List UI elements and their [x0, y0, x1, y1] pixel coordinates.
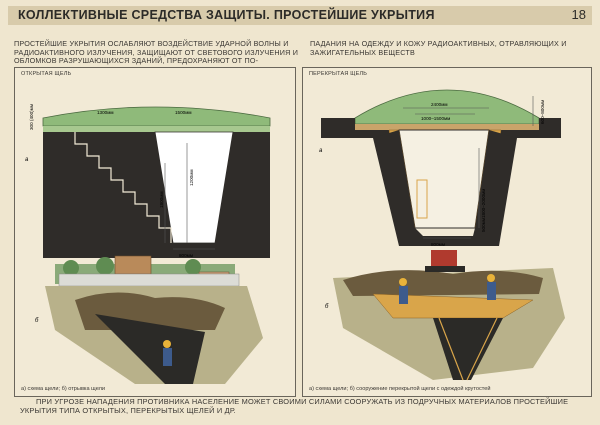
- panel-label-covered: Перекрытая щель: [309, 71, 368, 77]
- grass-mound: [354, 89, 540, 125]
- open-trench-scene: б: [35, 255, 263, 384]
- covered-trench-scene: б: [325, 250, 565, 381]
- dim-depth: 1800–2000мм: [481, 189, 486, 218]
- dim-depth2: 1200мм: [189, 169, 194, 186]
- worker-figure: [487, 282, 496, 300]
- building: [114, 255, 152, 275]
- caption-left: а) схема щели; б) отрывка щели: [21, 386, 106, 392]
- dim-soil: 600–800мм: [540, 100, 545, 124]
- earth-section: [373, 130, 517, 246]
- worker-helmet: [163, 340, 171, 348]
- panel-covered-trench: Перекрытая щель 2400мм 1000–1500мм 600–8…: [302, 67, 592, 397]
- covered-trench-illustration: 2400мм 1000–1500мм 600–800мм 1800–2000мм…: [319, 89, 565, 381]
- excavator: [431, 250, 457, 268]
- dim-top-w1: 1300мм: [97, 110, 114, 115]
- panel-label-open: Открытая щель: [21, 71, 72, 77]
- caption-right: а) схема щели; б) сооружение перекрытой …: [309, 386, 491, 392]
- intro-text-left: Простейшие укрытия ослабляют воздействие…: [14, 39, 299, 66]
- grass-mound: [42, 106, 271, 127]
- dim-top: 2400мм: [431, 102, 448, 107]
- worker-helmet: [487, 274, 495, 282]
- earth-section: [43, 132, 270, 258]
- bench: [416, 179, 428, 219]
- worker-figure: [399, 286, 408, 304]
- excavator-tracks: [425, 266, 465, 272]
- dim-soil: 300 (400)мм: [29, 104, 34, 130]
- worker-figure: [163, 348, 172, 366]
- spoil-heaps: [343, 270, 543, 296]
- open-trench-illustration: 300 (400)мм 1300мм 1500мм 1800мм 1200мм …: [25, 104, 271, 384]
- surface-earth: [321, 118, 561, 138]
- grass-layer: [43, 126, 270, 132]
- dim-bottom: 800мм: [431, 242, 445, 247]
- panel-open-trench: Открытая щель 300 (400)мм 1300мм 1500мм …: [14, 67, 296, 397]
- dim-bottom: 800мм: [179, 253, 193, 258]
- worker-helmet: [399, 278, 407, 286]
- dim-depth1: 1800мм: [159, 191, 164, 208]
- open-trench-section: 300 (400)мм 1300мм 1500мм 1800мм 1200мм …: [25, 104, 271, 258]
- trench-cut: [95, 314, 205, 384]
- dim-top-w2: 1500мм: [175, 110, 192, 115]
- covered-trench-section: 2400мм 1000–1500мм 600–800мм 1800–2000мм…: [319, 89, 561, 247]
- fig-label-b: б: [325, 304, 329, 310]
- footer-text: При угрозе нападения противника населени…: [20, 397, 569, 416]
- fig-label-a: а: [25, 157, 29, 163]
- tree: [63, 260, 79, 276]
- page-number: 18: [571, 7, 586, 22]
- title-banner: [8, 6, 592, 25]
- cover-beam: [355, 124, 539, 130]
- tree: [185, 259, 201, 275]
- trench-cavity: [154, 131, 234, 244]
- page-title: КОЛЛЕКТИВНЫЕ СРЕДСТВА ЗАЩИТЫ. ПРОСТЕЙШИЕ…: [18, 8, 435, 22]
- fence: [58, 273, 240, 287]
- intro-text-right: падания на одежду и кожу радиоактивных, …: [310, 39, 567, 57]
- revetment-boards: [438, 317, 498, 381]
- trench-cut: [433, 318, 503, 380]
- dim-inner: 1000–1500мм: [421, 116, 450, 121]
- tree: [96, 257, 114, 275]
- dim-sill: 500мм: [481, 218, 486, 232]
- fig-label-b: б: [35, 318, 39, 324]
- fig-label-a: а: [319, 148, 323, 154]
- trench-stairs: [74, 132, 172, 243]
